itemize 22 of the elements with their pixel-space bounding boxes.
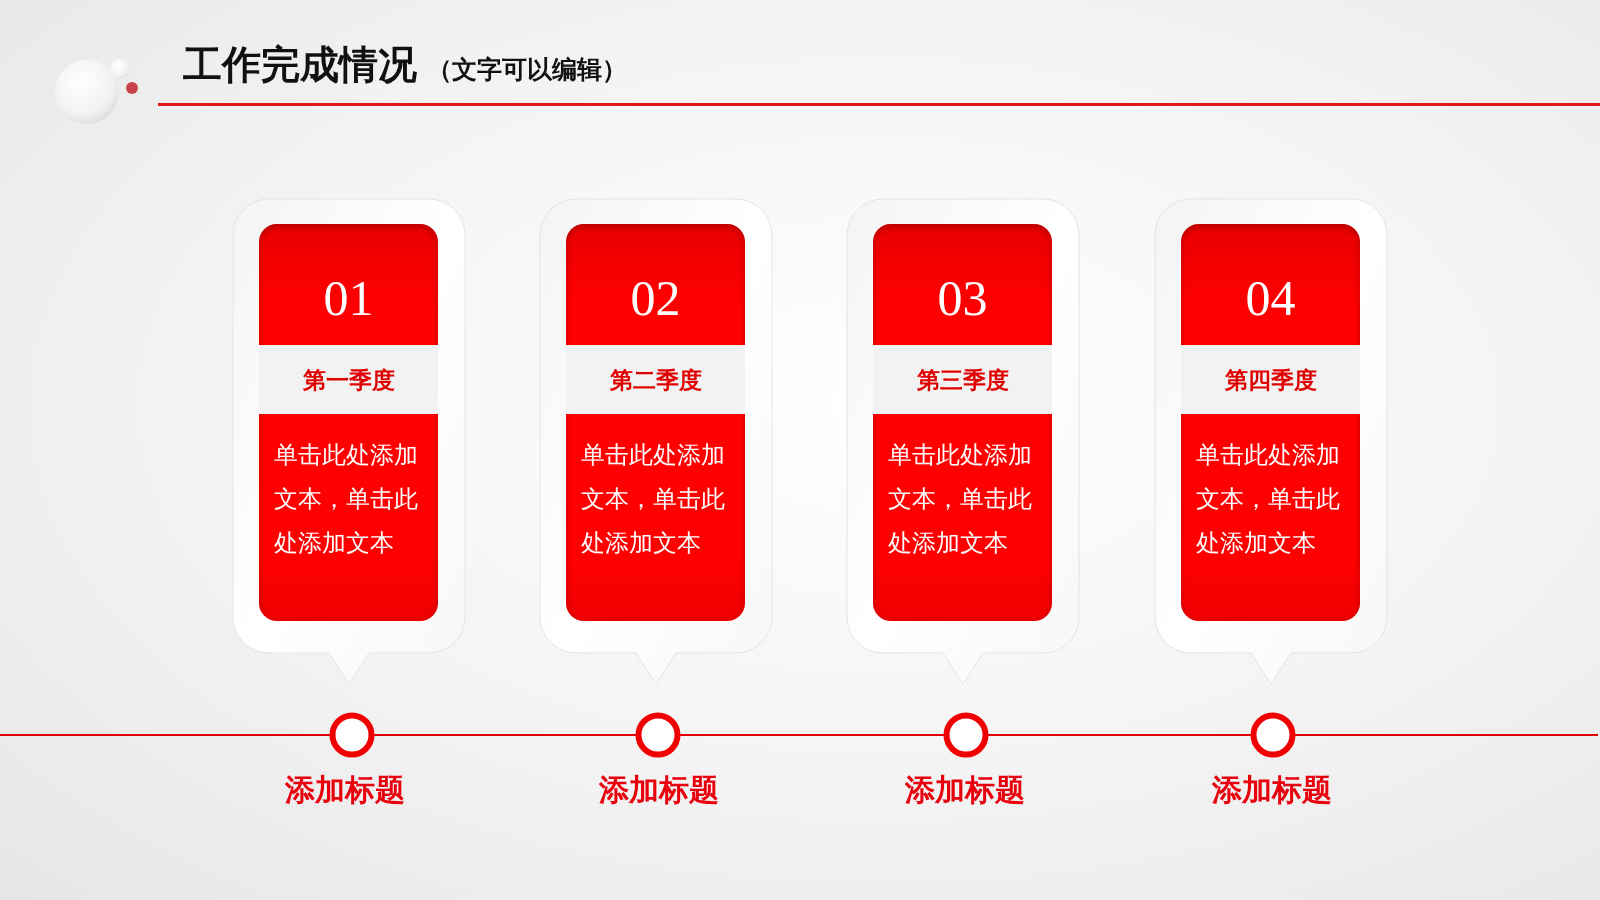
body-text: 单击此处添加文本，单击此处添加文本	[888, 440, 1033, 559]
callout-card	[540, 199, 772, 684]
card-number: 02	[630, 270, 681, 326]
timeline-label: 添加标题	[285, 772, 405, 808]
card-number: 04	[1245, 270, 1296, 326]
quarter-heading: 第四季度	[1224, 365, 1317, 394]
body-text: 单击此处添加文本，单击此处添加文本	[1196, 440, 1341, 559]
callout-card	[233, 199, 465, 684]
timeline-label: 添加标题	[1212, 772, 1332, 808]
quarter-heading: 第三季度	[916, 365, 1009, 394]
timeline-label: 添加标题	[905, 772, 1025, 808]
quarter-heading: 第二季度	[609, 365, 702, 394]
callout-card	[1155, 199, 1387, 684]
card-number: 01	[323, 270, 374, 326]
body-text: 单击此处添加文本，单击此处添加文本	[581, 440, 726, 559]
timeline-label: 添加标题	[599, 772, 719, 808]
callout-card	[847, 199, 1079, 684]
card-number: 03	[937, 270, 988, 326]
subtitle: （文字可以编辑）	[427, 55, 627, 85]
quarter-heading: 第一季度	[302, 365, 395, 394]
slide-title: 工作完成情况	[183, 42, 417, 88]
body-text: 单击此处添加文本，单击此处添加文本	[274, 440, 419, 559]
